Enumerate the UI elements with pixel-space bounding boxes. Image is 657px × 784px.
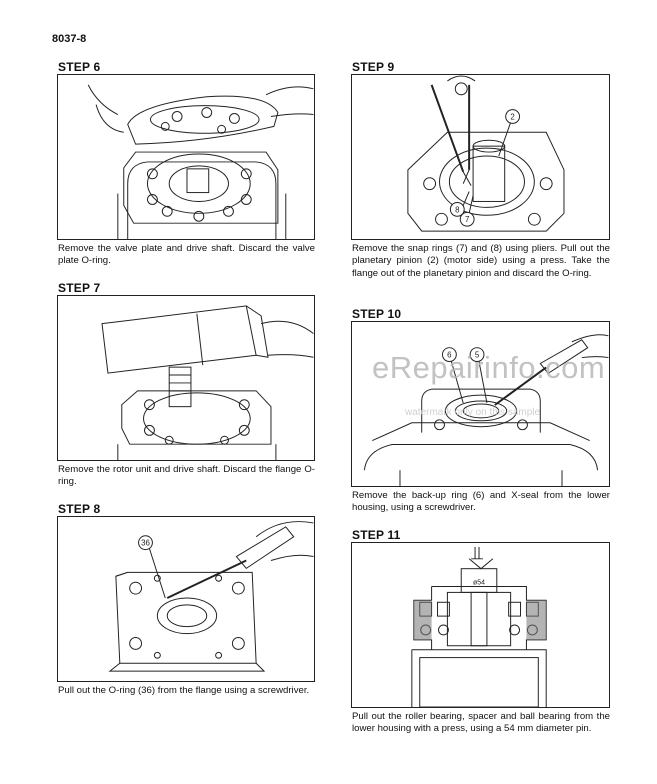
step-11-title: STEP 11 xyxy=(352,528,401,542)
bearing-press-illustration: ø54 xyxy=(411,546,547,707)
step-7-title: STEP 7 xyxy=(58,281,101,295)
valve-plate-illustration xyxy=(87,84,314,239)
step-8-caption: Pull out the O-ring (36) from the flange… xyxy=(58,685,310,696)
step-9-caption: Remove the snap rings (7) and (8) using … xyxy=(352,243,610,279)
watermark: eRepairinfo.com xyxy=(372,350,606,385)
callout-2: 2 xyxy=(505,109,521,124)
svg-text:6: 6 xyxy=(447,351,452,360)
pin-diameter-label: ø54 xyxy=(473,579,485,586)
lower-housing-xseal-illustration: 6 5 xyxy=(363,334,609,486)
step-9-figure: 2 8 7 xyxy=(351,74,610,240)
flange-oring-illustration: 36 xyxy=(108,521,314,672)
step-6-figure xyxy=(57,74,315,240)
callout-6: 6 xyxy=(441,347,457,363)
step-10-title: STEP 10 xyxy=(352,307,402,321)
step-7-figure xyxy=(57,295,315,461)
callout-5: 5 xyxy=(469,347,485,363)
step-8-title: STEP 8 xyxy=(58,502,101,516)
svg-text:36: 36 xyxy=(141,539,150,548)
callout-8: 8 xyxy=(449,201,465,217)
step-10-figure: 6 5 xyxy=(351,321,610,487)
svg-text:7: 7 xyxy=(465,215,469,224)
step-6-title: STEP 6 xyxy=(58,60,101,74)
step-10-caption: Remove the back-up ring (6) and X-seal f… xyxy=(352,490,610,514)
planetary-pinion-illustration: 2 8 7 xyxy=(407,75,565,232)
step-8-figure: 36 xyxy=(57,516,315,682)
step-7-caption: Remove the rotor unit and drive shaft. D… xyxy=(58,464,315,488)
step-6-caption: Remove the valve plate and drive shaft. … xyxy=(58,243,315,267)
page-number: 8037-8 xyxy=(52,33,87,45)
svg-text:8: 8 xyxy=(455,205,460,214)
step-11-figure: ø54 xyxy=(351,542,610,708)
callout-7: 7 xyxy=(459,211,475,227)
watermark-sub: watermark only on this sample xyxy=(405,407,541,418)
step-9-title: STEP 9 xyxy=(352,60,395,74)
svg-text:5: 5 xyxy=(475,351,480,360)
svg-text:2: 2 xyxy=(510,112,514,121)
step-11-caption: Pull out the roller bearing, spacer and … xyxy=(352,711,610,735)
callout-36: 36 xyxy=(138,535,153,551)
rotor-unit-illustration xyxy=(101,305,314,460)
